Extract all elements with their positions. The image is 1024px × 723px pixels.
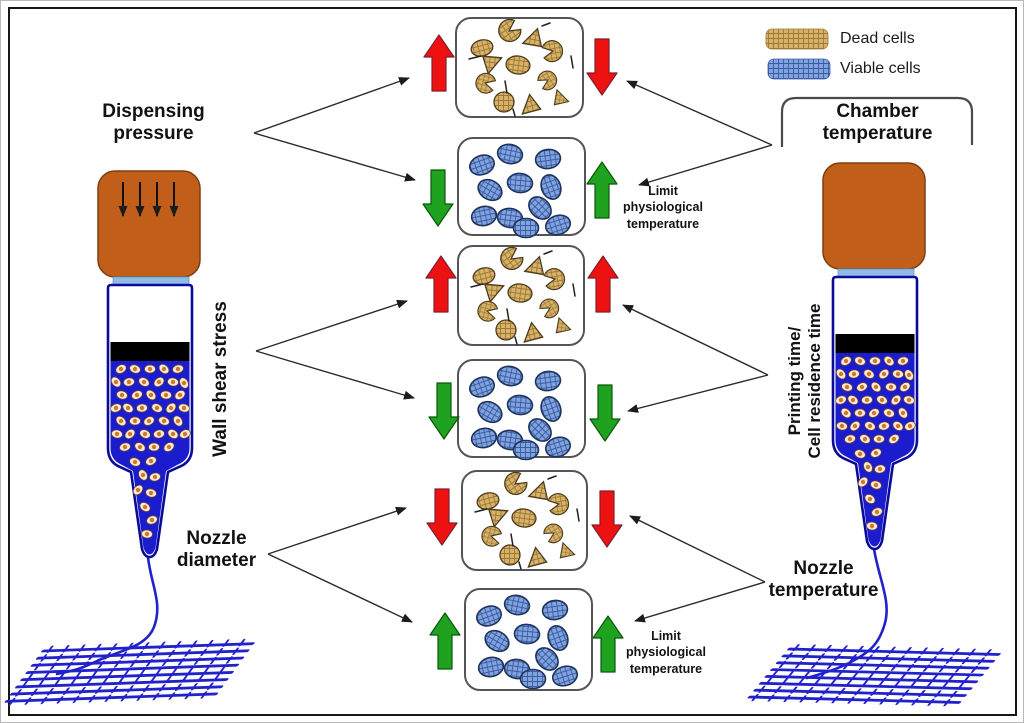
effect-arrow [428,382,460,440]
wall-shear-stress-label: Wall shear stress [210,301,231,457]
dead-cells-swatch-icon [765,28,829,50]
effect-arrow [422,169,454,227]
nozzle-temperature-label: Nozzle temperature [768,558,879,602]
connector-arrows [253,77,773,623]
legend-dead-cells-label: Dead cells [840,30,915,47]
effect-arrow [423,34,455,92]
legend-viable-cells-label: Viable cells [840,60,921,77]
effect-arrow [425,255,457,313]
right-scaffold-mat [743,547,1004,710]
nozzle-diameter-label: Nozzle diameter [176,528,257,572]
left-scaffold-mat [1,555,258,709]
chamber-temperature-label: Chamber temperature [822,101,933,145]
right-syringe-icon [823,163,925,549]
viable-cells-swatch-icon [767,58,831,80]
effect-arrow [592,615,624,673]
left-extruded-filament [55,555,159,676]
left-syringe-icon [98,171,200,557]
effect-arrow [586,38,618,96]
effect-arrow [589,384,621,442]
effect-arrow [426,488,458,546]
right-extruded-filament [805,547,888,680]
figure-border [8,7,1017,716]
pressure-down-arrows-icon [118,182,179,217]
effect-arrow [587,255,619,313]
chamber-temperature-bracket [780,96,974,147]
limit-physiological-temperature-note-bottom: Limit physiological temperature [626,629,706,676]
dispensing-pressure-label: Dispensing pressure [102,101,205,145]
limit-physiological-temperature-note-top: Limit physiological temperature [623,184,703,231]
printing-time-label: Printing time/ Cell residence time [785,303,825,459]
effect-arrow [429,612,461,670]
effect-arrow [586,161,618,219]
effect-arrow [591,490,623,548]
effect-arrows [422,34,624,673]
cell-boxes [455,16,593,691]
